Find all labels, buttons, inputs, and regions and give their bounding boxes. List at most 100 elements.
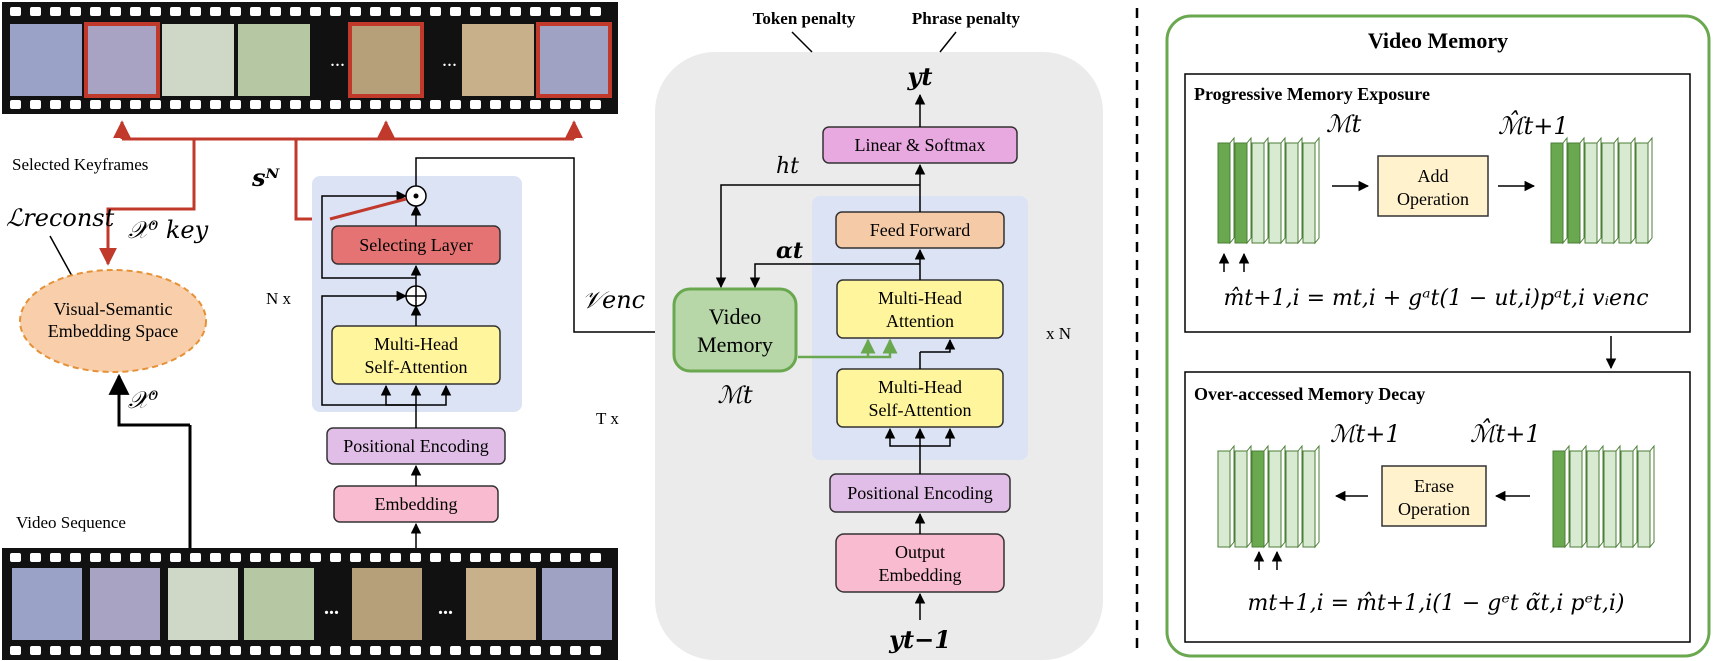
memory-slot bbox=[1217, 142, 1231, 244]
sprocket-hole bbox=[310, 553, 321, 562]
sprocket-hole bbox=[190, 646, 201, 655]
sprocket-hole bbox=[270, 100, 281, 109]
loss-pointer bbox=[49, 235, 73, 277]
memory-slot-side bbox=[1615, 444, 1621, 549]
output-embedding-line-2: Embedding bbox=[879, 565, 962, 585]
sprocket-hole bbox=[290, 7, 301, 16]
sprocket-hole bbox=[250, 553, 261, 562]
sprocket-hole bbox=[570, 646, 581, 655]
sprocket-hole bbox=[50, 7, 61, 16]
sprocket-hole bbox=[30, 7, 41, 16]
sprocket-hole bbox=[90, 7, 101, 16]
sprocket-hole bbox=[470, 100, 481, 109]
keyframe-thumbnails: ... ... bbox=[10, 22, 612, 98]
erase-operation-line-2: Operation bbox=[1398, 499, 1470, 519]
token-penalty-label: Token penalty bbox=[753, 9, 856, 28]
memory-slots-exposed bbox=[1552, 444, 1655, 549]
sprocket-hole bbox=[230, 646, 241, 655]
sprocket-hole bbox=[430, 553, 441, 562]
sprocket-hole bbox=[290, 100, 301, 109]
sprocket-hole bbox=[10, 100, 21, 109]
decoder-positional-encoding-box: Positional Encoding bbox=[829, 473, 1011, 513]
output-embedding-box: Output Embedding bbox=[835, 533, 1005, 593]
sprocket-hole bbox=[450, 7, 461, 16]
sprocket-hole bbox=[170, 646, 181, 655]
ellipsis-4: ... bbox=[438, 597, 453, 619]
memory-slot bbox=[1567, 142, 1581, 244]
sprocket-hole bbox=[30, 646, 41, 655]
sprocket-hole bbox=[530, 100, 541, 109]
output-y-t: yt bbox=[906, 62, 932, 91]
sprocket-hole bbox=[550, 100, 561, 109]
sprocket-hole bbox=[530, 553, 541, 562]
decoder-self-attention-line-2: Self-Attention bbox=[869, 400, 972, 420]
memory-slot bbox=[1251, 142, 1265, 244]
sprocket-hole bbox=[210, 100, 221, 109]
sprocket-hole bbox=[470, 646, 481, 655]
linear-softmax-label: Linear & Softmax bbox=[855, 135, 986, 155]
sprocket-hole bbox=[210, 7, 221, 16]
memory-slot bbox=[1552, 450, 1566, 548]
sprocket-hole bbox=[70, 7, 81, 16]
sprocket-hole bbox=[170, 100, 181, 109]
sprocket-hole bbox=[390, 646, 401, 655]
sprocket-hole bbox=[130, 646, 141, 655]
sprocket-hole bbox=[230, 7, 241, 16]
ellipsis-2: ... bbox=[442, 49, 457, 71]
decoder-self-attention-line-1: Multi-Head bbox=[878, 377, 962, 397]
sprocket-hole bbox=[370, 646, 381, 655]
sprocket-hole bbox=[430, 7, 441, 16]
sprocket-hole bbox=[550, 7, 561, 16]
sprocket-hole bbox=[330, 553, 341, 562]
sprocket-hole bbox=[310, 7, 321, 16]
sprocket-hole bbox=[170, 7, 181, 16]
sprocket-hole bbox=[450, 100, 461, 109]
sprocket-hole bbox=[10, 646, 21, 655]
loss-label: ℒreconst bbox=[6, 204, 115, 232]
sprocket-hole bbox=[190, 100, 201, 109]
sprocket-hole bbox=[530, 646, 541, 655]
alpha-t-label: αt bbox=[776, 238, 803, 264]
decay-up-arrows bbox=[1253, 550, 1283, 570]
sprocket-hole bbox=[370, 7, 381, 16]
sprocket-hole bbox=[10, 553, 21, 562]
encoder-embedding-box: Embedding bbox=[333, 485, 499, 523]
sprocket-hole bbox=[410, 553, 421, 562]
sprocket-hole bbox=[550, 646, 561, 655]
memory-slot-side bbox=[1596, 136, 1602, 245]
memory-slot bbox=[1584, 142, 1598, 244]
residual-add-icon bbox=[405, 285, 427, 307]
sprocket-hole bbox=[330, 7, 341, 16]
memory-read-arrows bbox=[798, 338, 898, 359]
sprocket-hole bbox=[470, 7, 481, 16]
memory-slot bbox=[1586, 450, 1600, 548]
sprocket-hole bbox=[50, 646, 61, 655]
decoder-positional-encoding-label: Positional Encoding bbox=[847, 483, 993, 503]
memory-slots-after bbox=[1550, 136, 1653, 245]
erase-operation-line-1: Erase bbox=[1414, 476, 1454, 496]
sprocket-hole bbox=[50, 100, 61, 109]
sprocket-hole bbox=[170, 553, 181, 562]
encoder-self-attention-line-1: Multi-Head bbox=[374, 334, 458, 354]
ellipsis-3: ... bbox=[324, 597, 339, 619]
sprocket-hole bbox=[190, 7, 201, 16]
sprocket-hole bbox=[330, 100, 341, 109]
memory-slot-side bbox=[1297, 136, 1303, 245]
sprocket-hole bbox=[90, 553, 101, 562]
sprocket-hole bbox=[590, 7, 601, 16]
sprocket-hole bbox=[110, 646, 121, 655]
memory-slot-side bbox=[1297, 444, 1303, 549]
sprocket-hole bbox=[410, 7, 421, 16]
memory-slot bbox=[1302, 142, 1316, 244]
memory-slot-side bbox=[1613, 136, 1619, 245]
memory-slot-side bbox=[1229, 444, 1235, 549]
time-repeat-label: T x bbox=[596, 409, 619, 428]
video-film-strip: ... ... bbox=[2, 548, 618, 660]
encoder-self-attention-line-2: Self-Attention bbox=[365, 357, 468, 377]
selecting-layer-label: Selecting Layer bbox=[359, 235, 472, 255]
memory-slot bbox=[1620, 450, 1634, 548]
keyframe-film-strip: ... ... bbox=[2, 2, 618, 114]
exposure-m-right: ℳ̂t+1 bbox=[1498, 110, 1569, 140]
h-t-label: ht bbox=[776, 154, 799, 179]
sprocket-hole bbox=[590, 100, 601, 109]
